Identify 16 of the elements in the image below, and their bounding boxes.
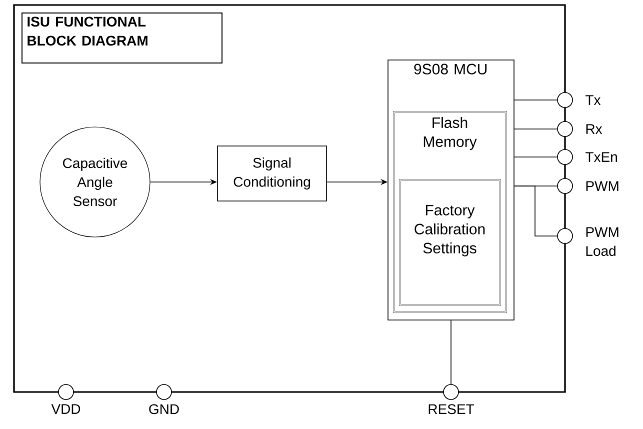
calibration-box: Factory Calibration Settings: [399, 179, 501, 306]
pin-label: PWM: [586, 181, 618, 191]
pin-label: Tx: [586, 95, 601, 105]
connector-line: [450, 320, 452, 384]
pin-label: GND: [149, 404, 179, 414]
pin-label: RESET: [428, 404, 474, 414]
pin-label: PWM Load: [586, 227, 618, 256]
block-box: Signal Conditioning: [217, 146, 327, 202]
connector-line: [514, 156, 558, 158]
connector-line: [514, 186, 558, 236]
pin-label: Rx: [586, 124, 602, 134]
connector-line: [514, 128, 558, 130]
frame-box: [13, 4, 566, 393]
title-box: ISU FUNCTIONAL BLOCK DIAGRAM: [22, 12, 222, 64]
pin-label: TxEn: [586, 152, 617, 162]
pin-label: VDD: [51, 404, 80, 414]
